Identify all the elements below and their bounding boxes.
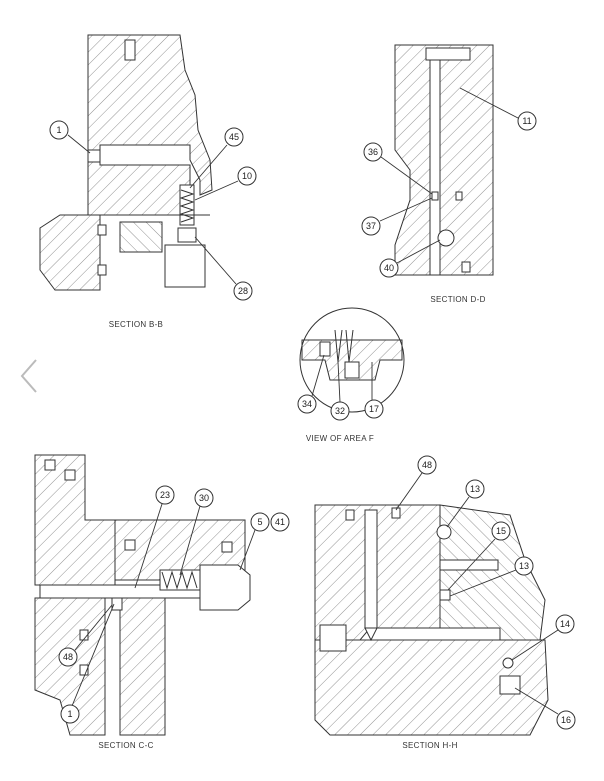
callout-hh-14: 14 [511,614,575,661]
callout-bs-10: 10 [194,166,257,201]
callout-label: 41 [275,517,285,527]
callout-bs-1: 1 [49,120,91,154]
callout-cc-23: 23 [134,485,175,589]
callout-label: 45 [229,132,239,142]
callout-cc-30: 30 [179,488,214,576]
callout-label: 36 [368,147,378,157]
view-of-area-f-caption: VIEW OF AREA F [306,434,374,443]
callout-dd-11: 11 [459,87,537,131]
callout-hh-13a: 13 [446,479,485,528]
callout-dd-36: 36 [363,142,433,195]
callout-label: 28 [238,286,248,296]
section-c-c-caption: SECTION C-C [98,741,153,750]
callout-label: 32 [335,406,345,416]
callout-cc-41: 41 [270,512,290,532]
callout-dd-40: 40 [379,239,441,278]
callout-f-32: 32 [330,361,350,421]
callout-label: 17 [369,404,379,414]
callout-label: 48 [422,460,432,470]
callout-label: 11 [522,116,531,126]
section-b-b [39,34,213,291]
callout-label: 30 [199,493,209,503]
callout-label: 1 [67,709,72,719]
previous-image-button[interactable] [14,356,44,396]
callout-hh-48: 48 [395,455,437,511]
callout-hh-13b: 13 [449,556,534,597]
callout-label: 48 [63,652,73,662]
section-c-c [34,454,251,736]
section-d-d [394,44,494,276]
callout-label: 10 [242,171,252,181]
callout-label: 40 [384,263,394,273]
view-of-area-f [299,307,405,413]
callout-label: 13 [519,561,529,571]
callout-label: 34 [302,399,312,409]
callout-bs-45: 45 [189,127,244,189]
callout-label: 37 [366,221,376,231]
callout-cc-5: 5 [239,512,270,571]
callout-f-17: 17 [364,362,384,419]
callout-hh-15: 15 [447,521,511,591]
section-h-h [314,504,549,736]
callout-cc-48: 48 [58,604,113,667]
callout-label: 1 [56,125,61,135]
callout-cc-1: 1 [60,603,115,724]
section-b-b-caption: SECTION B-B [109,320,163,329]
callout-label: 23 [160,490,170,500]
callout-bs-28: 28 [194,236,253,301]
chevron-left-icon [20,359,37,393]
section-d-d-caption: SECTION D-D [430,295,485,304]
callout-label: 14 [560,619,570,629]
callout-f-34: 34 [297,354,325,414]
callout-label: 13 [470,484,480,494]
callout-label: 15 [496,526,506,536]
section-h-h-caption: SECTION H-H [402,741,457,750]
callout-label: 16 [561,715,571,725]
callout-hh-16: 16 [514,687,576,730]
callout-dd-37: 37 [361,197,433,236]
callout-label: 5 [257,517,262,527]
